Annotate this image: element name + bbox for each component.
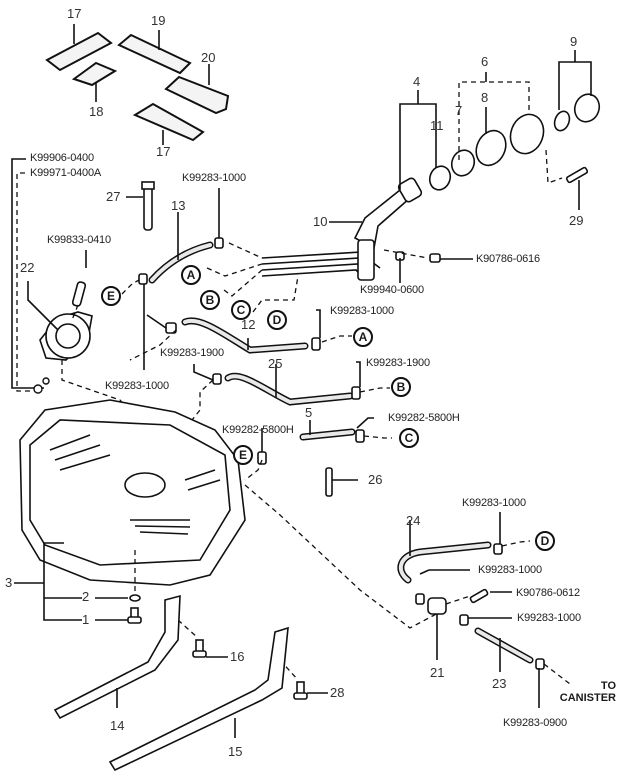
label-part-10: 10	[313, 214, 328, 229]
label-part-24: 24	[406, 513, 421, 528]
label-part-27: 27	[106, 189, 121, 204]
connector-c-source: C	[231, 300, 251, 320]
code-k90786-0612: K90786-0612	[516, 587, 580, 599]
connector-e-source: E	[101, 286, 121, 306]
canister-note-line2: CANISTER	[559, 692, 616, 704]
label-part-1: 1	[82, 612, 90, 627]
code-k90786-0616: K90786-0616	[476, 253, 540, 265]
code-k99283-1000-top: K99283-1000	[182, 172, 246, 184]
fuel-pump-22	[27, 281, 93, 394]
label-part-13: 13	[171, 198, 186, 213]
connector-e-target: E	[233, 445, 253, 465]
connector-a-source: A	[181, 265, 201, 285]
tank-straps	[53, 594, 289, 772]
label-part-29: 29	[569, 213, 584, 228]
connector-a-target: A	[353, 327, 373, 347]
label-part-26: 26	[368, 472, 383, 487]
label-part-21: 21	[430, 665, 445, 680]
label-part-28: 28	[330, 685, 345, 700]
vent-valve-21	[409, 512, 571, 708]
code-k99282-5800h-left: K99282-5800H	[222, 424, 294, 436]
label-part-19: 19	[151, 13, 166, 28]
connector-b-source: B	[200, 290, 220, 310]
label-part-23: 23	[492, 676, 507, 691]
label-part-4: 4	[413, 74, 421, 89]
label-part-7: 7	[455, 103, 463, 118]
pad-20	[164, 75, 230, 115]
label-part-15: 15	[228, 744, 243, 759]
label-part-3: 3	[5, 575, 13, 590]
label-part-20: 20	[201, 50, 216, 65]
canister-note: TO CANISTER	[553, 680, 616, 704]
filler-leaders	[329, 50, 592, 223]
fuel-pipe-bundle	[261, 239, 473, 283]
hose-clamps	[138, 237, 545, 670]
code-k99833-0410: K99833-0410	[47, 234, 111, 246]
connector-c-target: C	[399, 428, 419, 448]
left-bracket	[11, 158, 87, 392]
label-part-9: 9	[570, 34, 578, 49]
label-part-18: 18	[89, 104, 104, 119]
fuel-tank	[19, 399, 246, 586]
code-k99282-5800h-c: K99282-5800H	[388, 412, 460, 424]
pad-17-bottom	[132, 102, 205, 142]
code-k99971-0400a: K99971-0400A	[30, 167, 101, 179]
pad-17-top	[45, 31, 113, 72]
code-k99283-0900: K99283-0900	[503, 717, 567, 729]
code-k99283-1000-d: K99283-1000	[462, 497, 526, 509]
label-part-22: 22	[20, 260, 35, 275]
connector-b-target: B	[391, 377, 411, 397]
middle-leaders	[61, 188, 531, 629]
label-part-16: 16	[230, 649, 245, 664]
code-k99283-1000-hose24: K99283-1000	[478, 564, 542, 576]
code-k99940-0600: K99940-0600	[360, 284, 424, 296]
label-part-2: 2	[82, 589, 90, 604]
label-part-6: 6	[481, 54, 489, 69]
label-part-5: 5	[305, 405, 313, 420]
tank-fasteners	[14, 542, 328, 700]
label-part-17-lower: 17	[156, 144, 171, 159]
code-k99283-1900-b: K99283-1900	[366, 357, 430, 369]
code-k99283-1900-left: K99283-1900	[160, 347, 224, 359]
connector-d-target: D	[535, 531, 555, 551]
label-part-17: 17	[67, 6, 82, 21]
hoses	[148, 241, 534, 664]
code-k99283-1000-left: K99283-1000	[105, 380, 169, 392]
filler-assembly	[353, 93, 601, 250]
label-part-11: 11	[430, 118, 444, 133]
label-part-8: 8	[481, 90, 489, 105]
clip-27	[126, 181, 155, 231]
label-part-12: 12	[241, 317, 256, 332]
code-k99283-1000-a: K99283-1000	[330, 305, 394, 317]
pad-leaders	[73, 24, 210, 145]
label-part-25: 25	[268, 356, 283, 371]
canister-note-line1: TO	[600, 680, 616, 692]
label-part-14: 14	[110, 718, 125, 733]
pad-18	[71, 61, 118, 87]
connector-d-source: D	[267, 310, 287, 330]
insulator-pads	[45, 31, 230, 142]
code-k99283-1000-hose23: K99283-1000	[517, 612, 581, 624]
code-k99906-0400: K99906-0400	[30, 152, 94, 164]
pad-19	[117, 33, 192, 75]
